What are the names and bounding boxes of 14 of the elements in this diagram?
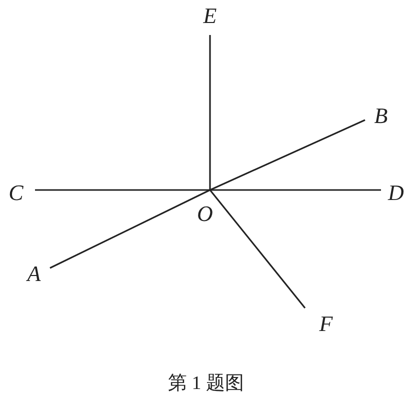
point-label: C [8,182,24,204]
point-label: A [27,263,41,285]
point-label: E [203,5,217,27]
line-segment [210,119,366,191]
point-label: F [319,313,333,335]
line-segment [209,190,306,308]
line-segment [209,35,211,190]
point-label: B [374,105,388,127]
line-segment [50,189,210,269]
figure-caption: 第 1 题图 [167,372,245,396]
point-label: D [388,182,404,204]
line-segment [210,189,381,191]
point-label: O [197,203,213,225]
line-segment [35,189,210,191]
